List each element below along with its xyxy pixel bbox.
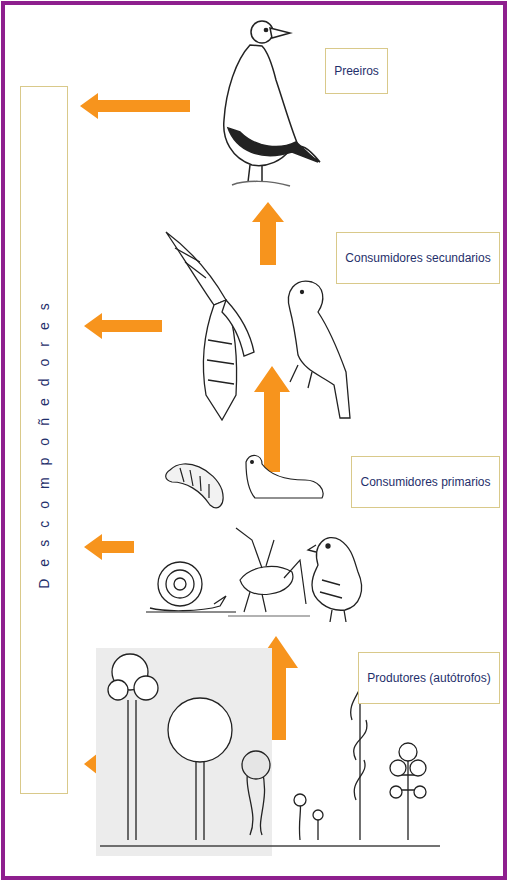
- caterpillar: [166, 464, 223, 508]
- level-label: Consumidores secundarios: [345, 251, 490, 265]
- level-label: Consumidores primarios: [360, 475, 490, 489]
- level-label-box: Produtores (autótrofos): [358, 652, 500, 704]
- level-label-box: Consumidores secundarios: [336, 232, 500, 284]
- vertical-label: Descompoñedores: [36, 291, 52, 589]
- stoat: [246, 455, 323, 498]
- grasshopper: [228, 528, 310, 616]
- vulture: [224, 21, 320, 186]
- page-frame: [3, 3, 505, 878]
- decomposer-band: Descompoñedores: [20, 86, 68, 794]
- weasel: [288, 281, 350, 418]
- level-label: Produtores (autótrofos): [367, 671, 490, 685]
- level-label-box: Preeiros: [325, 48, 388, 94]
- partridge: [308, 538, 362, 622]
- level-label-box: Consumidores primarios: [351, 456, 500, 508]
- snail: [146, 562, 236, 612]
- level-label: Preeiros: [334, 64, 379, 78]
- hawk: [166, 232, 254, 420]
